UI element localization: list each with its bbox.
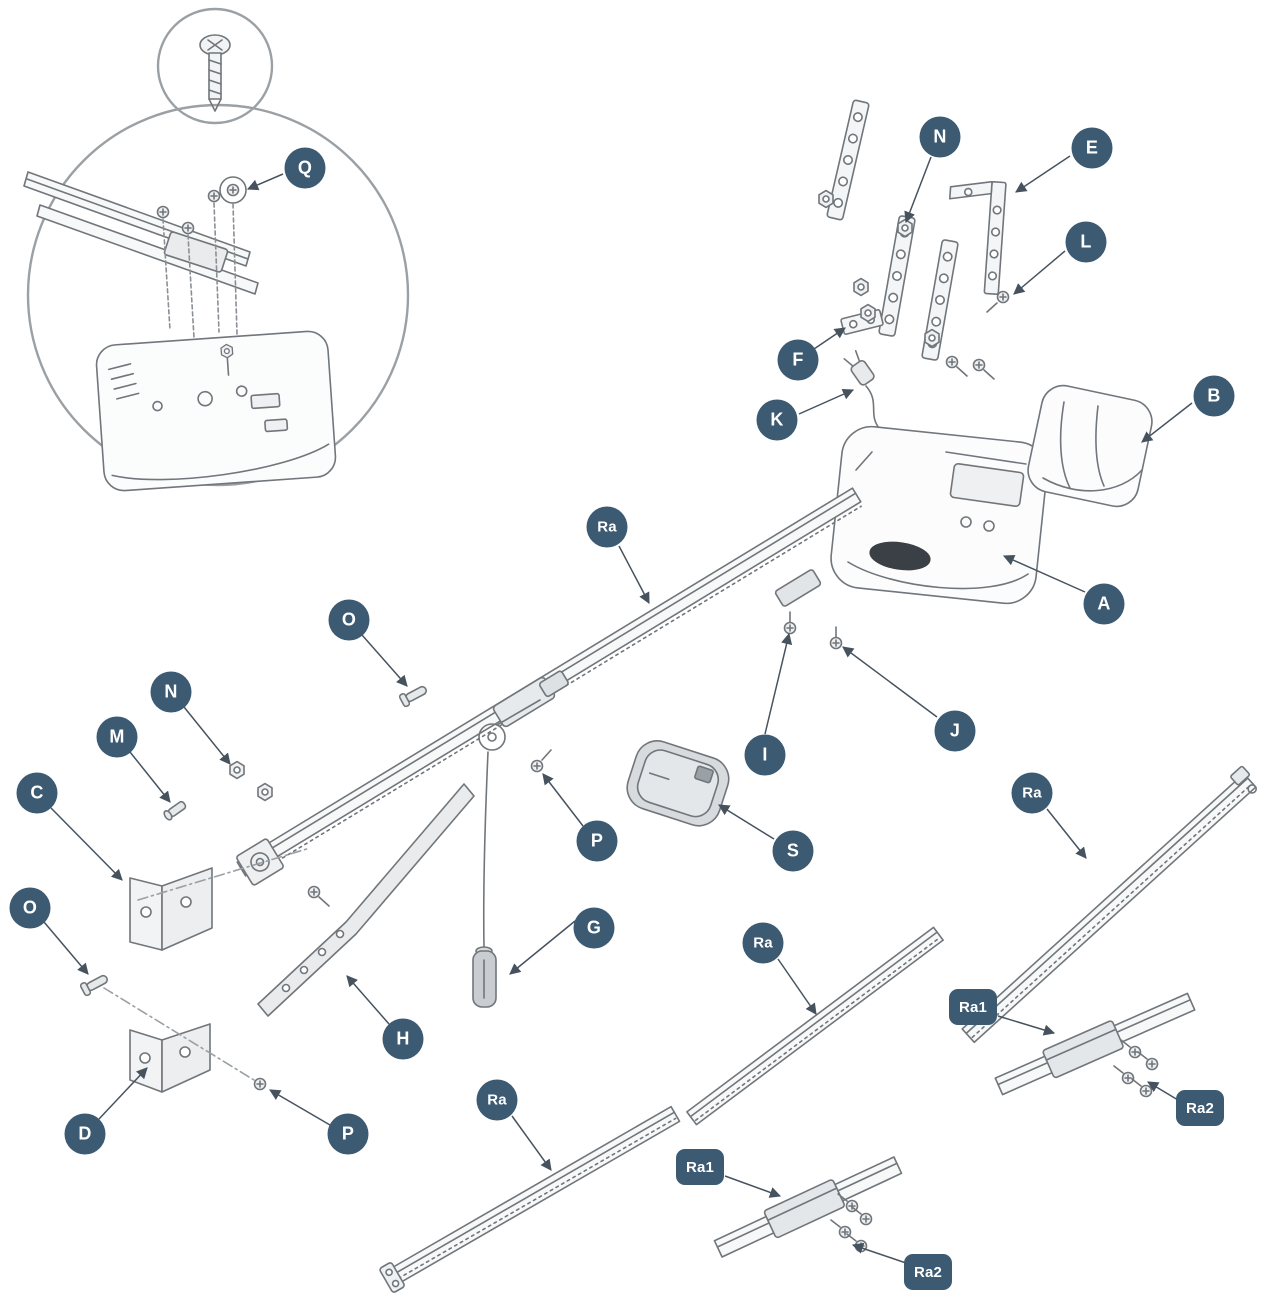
callout-o-upper: O <box>328 599 370 641</box>
callout-s: S <box>772 830 814 872</box>
callout-j: J <box>934 710 976 752</box>
stop-bracket <box>774 569 822 607</box>
trolley <box>492 670 569 728</box>
rail-section-right <box>961 765 1257 1044</box>
screw-p-mid <box>530 759 544 773</box>
clevis-pin-o-lower <box>79 971 111 998</box>
callout-a: A <box>1083 583 1125 625</box>
rail-front-end <box>236 838 284 886</box>
callout-e: E <box>1071 127 1113 169</box>
callout-ra-left: Ra <box>476 1079 518 1121</box>
callout-ra-main: Ra <box>586 506 628 548</box>
nut-n <box>229 760 245 780</box>
callout-ra1-right: Ra1 <box>949 989 997 1025</box>
rail-section-middle <box>686 926 944 1126</box>
callout-f: F <box>777 339 819 381</box>
remote-control <box>626 740 730 827</box>
callout-k: K <box>756 399 798 441</box>
callout-c: C <box>16 772 58 814</box>
inset-screws <box>156 176 247 339</box>
callout-g: G <box>573 907 615 949</box>
callout-l: L <box>1065 221 1107 263</box>
inset-detail-view <box>23 7 410 492</box>
screw-p-bottom <box>253 1077 267 1091</box>
bolt-m <box>163 800 187 821</box>
callout-arrows <box>43 155 1193 1264</box>
callout-i: I <box>744 734 786 776</box>
callout-q: Q <box>284 147 326 189</box>
callout-b: B <box>1193 375 1235 417</box>
door-arm <box>257 783 475 1017</box>
light-lens-cover <box>1027 384 1153 508</box>
callout-ra-mid: Ra <box>742 922 784 964</box>
callout-n-top: N <box>919 116 961 158</box>
callout-ra-right: Ra <box>1011 772 1053 814</box>
callout-ra2-bottom: Ra2 <box>904 1254 952 1290</box>
pulley <box>478 723 506 751</box>
header-bracket-c <box>129 847 311 951</box>
rail-section-left <box>379 1105 681 1293</box>
callout-ra2-right: Ra2 <box>1176 1090 1224 1126</box>
screw-detail-icon <box>199 34 231 112</box>
callout-o-lower: O <box>9 887 51 929</box>
inset-rail <box>23 171 259 295</box>
rail-splice-right <box>994 992 1196 1098</box>
rail-splice-bottom <box>713 1156 903 1258</box>
callout-h: H <box>382 1018 424 1060</box>
inset-motor-top <box>95 330 337 492</box>
callout-n-left: N <box>150 671 192 713</box>
callout-p-mid: P <box>576 820 618 862</box>
bracket-e <box>948 180 1007 296</box>
clevis-pin-o-upper <box>398 682 430 709</box>
callout-ra1-bottom: Ra1 <box>676 1149 724 1185</box>
release-cable <box>472 751 497 1008</box>
callout-p-bottom: P <box>327 1113 369 1155</box>
door-bracket-d <box>103 987 255 1093</box>
motor-unit <box>830 425 1048 605</box>
callout-d: D <box>64 1113 106 1155</box>
mounting-fasteners <box>818 189 1010 380</box>
callout-m: M <box>96 716 138 758</box>
rail-assembly <box>236 487 862 907</box>
